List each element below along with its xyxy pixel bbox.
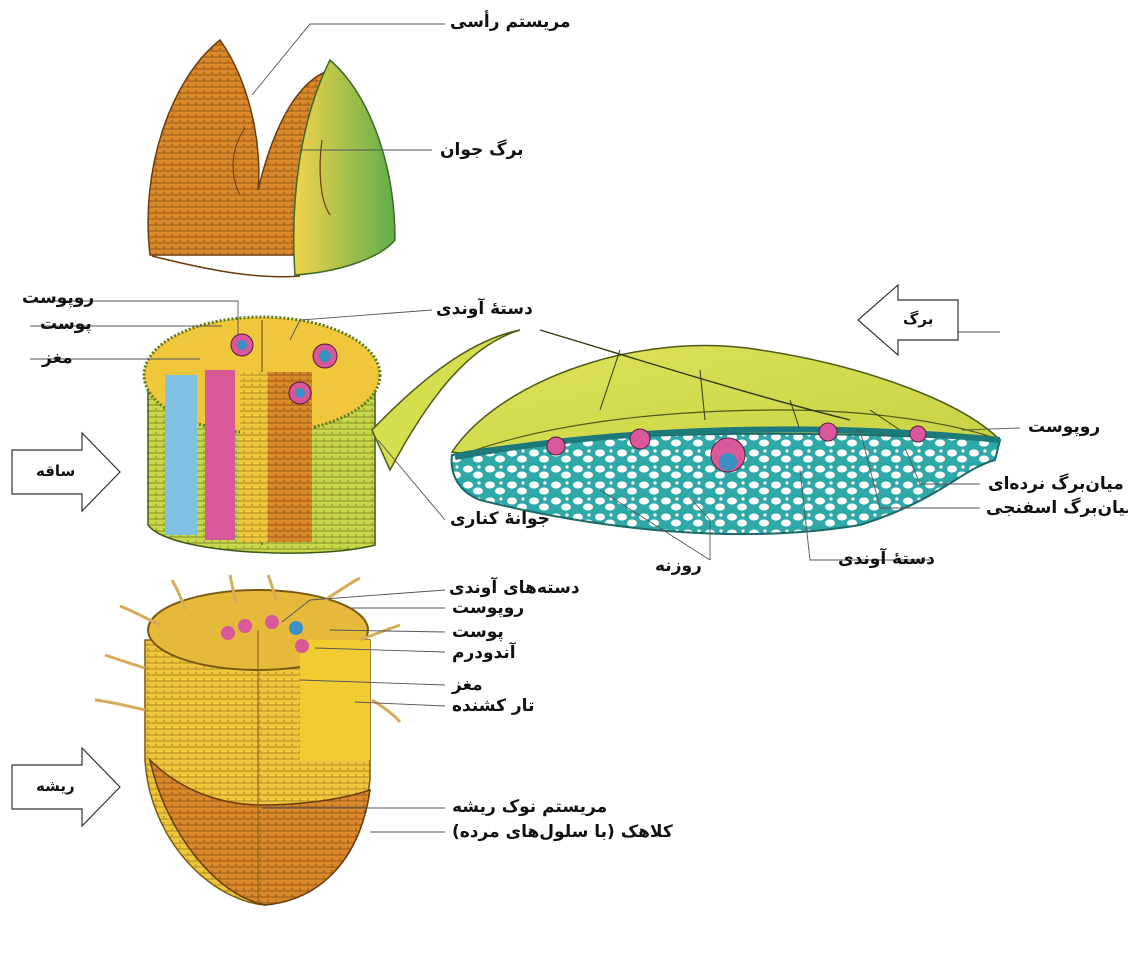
label-stem-epidermis: روپوست [22,290,94,307]
label-lateral-bud: جوانهٔ کناری [450,511,550,528]
arrow-label-leaf: برگ [903,312,933,327]
label-stem-pith: مغز [42,350,73,367]
label-stomata: روزنه [655,558,702,575]
label-endodermis: آندودرم [452,645,516,662]
shoot-apex [148,40,395,277]
label-root-epidermis: روپوست [452,600,524,617]
label-stem-cortex: پوست [40,316,92,333]
stem-section [144,317,380,553]
label-root-pith: مغز [452,677,483,694]
label-stem-vascular-bundle: دستهٔ آوندی [436,301,533,318]
label-root-cap: کلاهک (با سلول‌های مرده) [452,824,673,841]
arrow-label-stem: ساقه [36,464,75,479]
label-root-cortex: پوست [452,624,504,641]
label-leaf-epidermis: روپوست [1028,419,1100,436]
label-leaf-vascular-bundle: دستهٔ آوندی [838,551,935,568]
label-palisade-mesophyll: میان‌برگ نرده‌ای [988,476,1124,493]
label-spongy-mesophyll: میان‌برگ اسفنجی [986,500,1128,517]
label-root-vascular-bundles: دسته‌های آوندی [449,580,580,597]
leaf [372,330,1000,534]
label-young-leaf: برگ جوان [440,142,524,159]
label-root-tip-meristem: مریستم نوک ریشه [452,799,607,816]
label-apical-meristem: مریستم رأسی [450,14,571,31]
root-section [95,575,400,905]
label-root-hair: تار کشنده [452,698,534,715]
arrow-label-root: ریشه [36,779,75,794]
